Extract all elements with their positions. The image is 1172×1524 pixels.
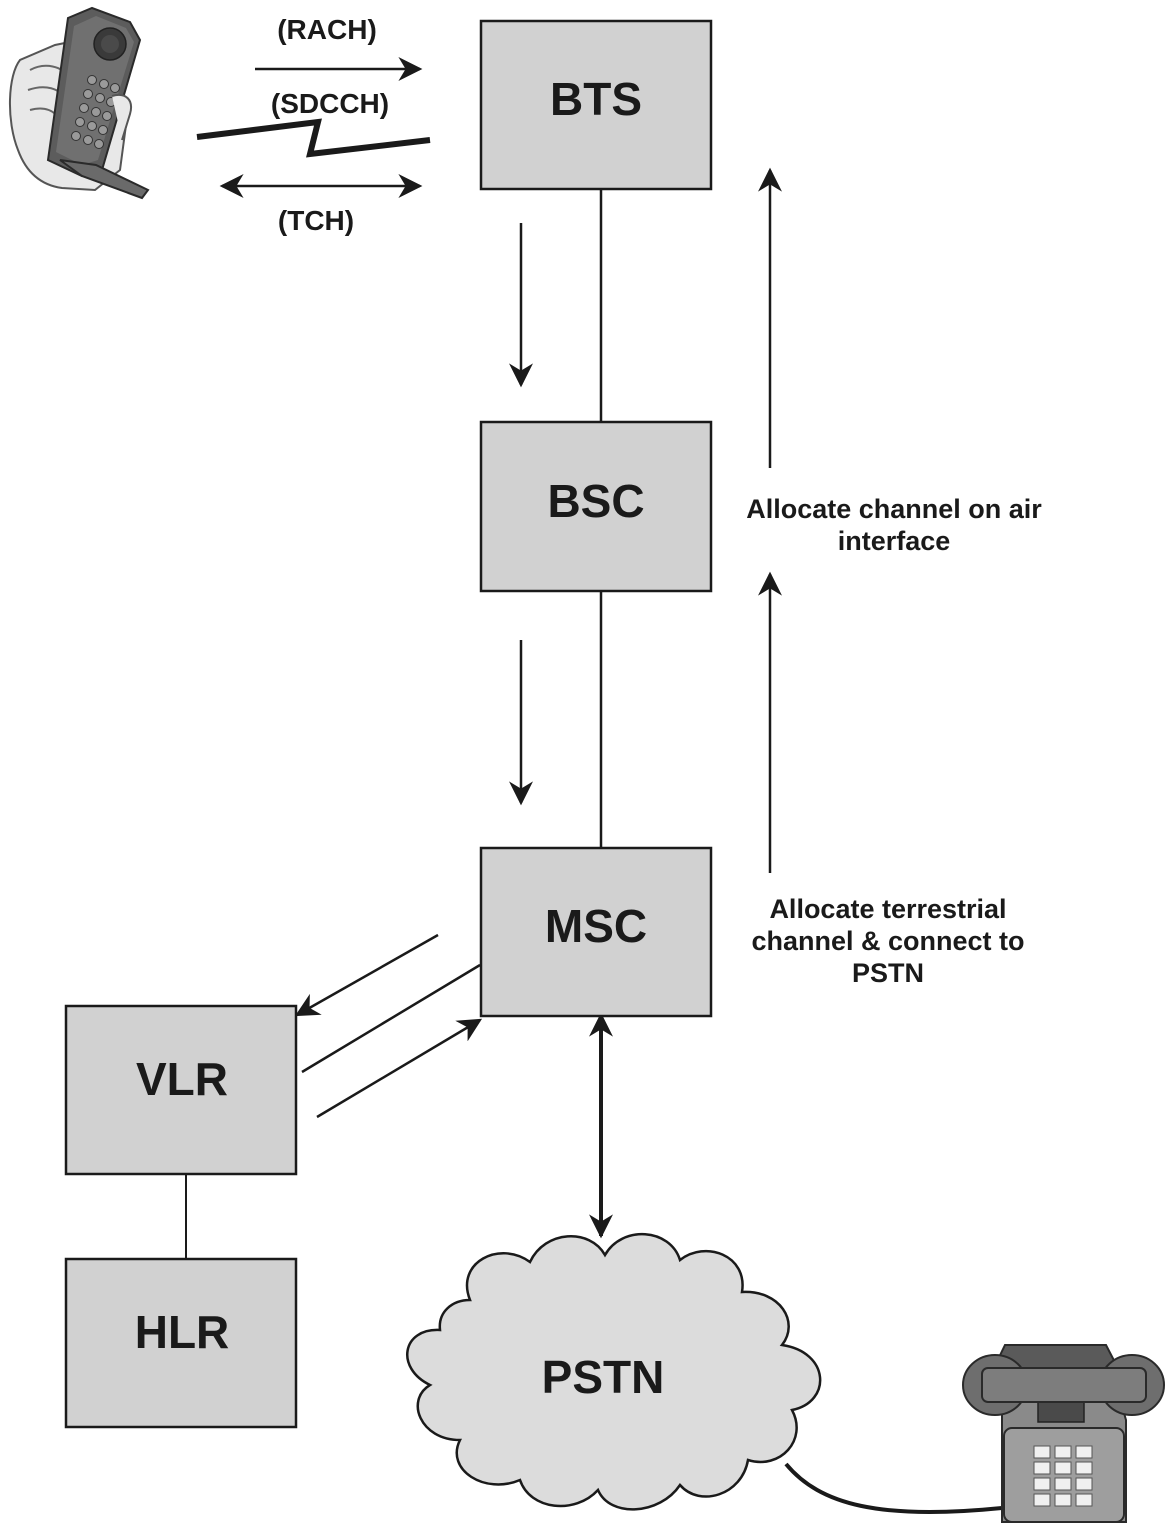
terrestrial-annotation-line2: channel & connect to [751,926,1024,956]
desk-telephone-icon [962,1344,1165,1523]
sdcch-lightning [196,118,431,158]
phone-cord [784,1462,1003,1514]
pstn-label: PSTN [542,1351,665,1403]
vlr-to-msc-arrow [316,1018,483,1119]
vlr-node: VLR [64,1004,298,1176]
terrestrial-annotation-line1: Allocate terrestrial [769,894,1006,924]
trunk-lines [185,189,603,1259]
terrestrial-annotation-line3: PSTN [852,958,924,988]
msc-node: MSC [479,846,713,1018]
terrestrial-annotation: Allocate terrestrial channel & connect t… [751,894,1024,988]
bts-node: BTS [479,19,713,191]
bsc-node: BSC [479,420,713,593]
air-interface-annotation: Allocate channel on air interface [746,494,1042,556]
air-annotation-line1: Allocate channel on air [746,494,1042,524]
pstn-cloud: PSTN [406,1232,822,1511]
bsc-label: BSC [547,475,644,527]
tch-label: (TCH) [278,205,354,236]
rach-label: (RACH) [277,14,377,45]
msc-vlr-link [301,963,481,1074]
hlr-node: HLR [64,1257,298,1429]
air-annotation-line2: interface [838,526,951,556]
msc-label: MSC [545,900,647,952]
bts-label: BTS [550,73,642,125]
vlr-label: VLR [136,1053,228,1105]
hlr-label: HLR [135,1306,230,1358]
mobile-phone-in-hand-icon [9,6,150,200]
sdcch-label: (SDCCH) [271,88,389,119]
msc-to-vlr-arrow [294,933,439,1017]
